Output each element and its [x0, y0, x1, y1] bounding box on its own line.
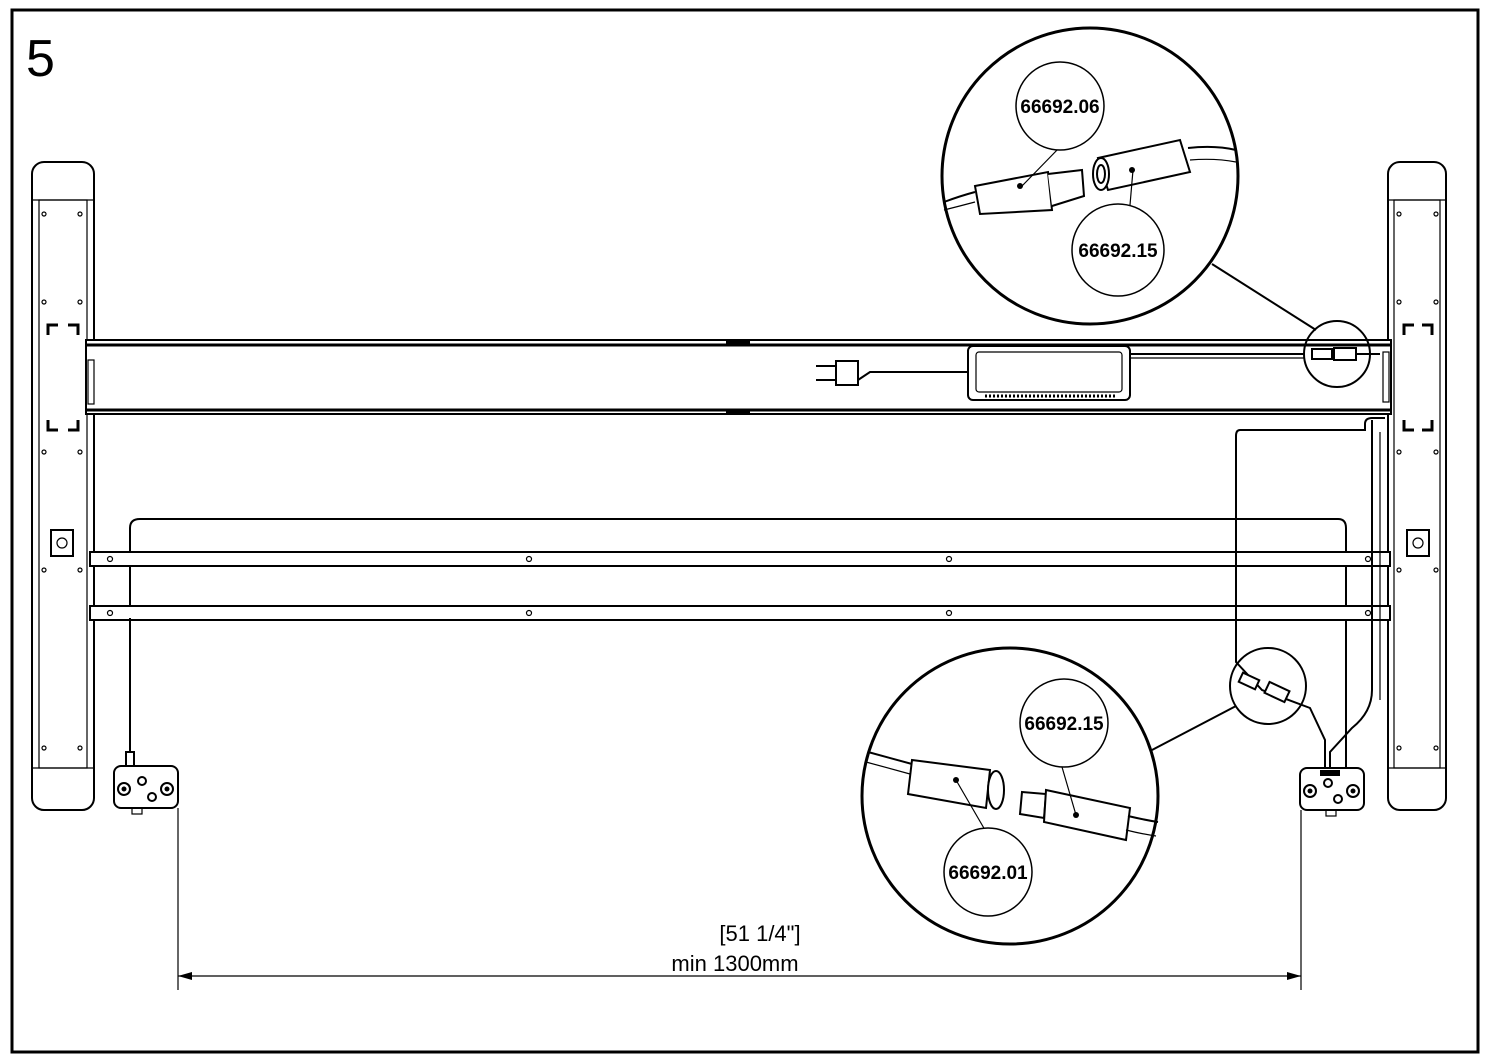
lower-rail-1 — [89, 551, 1391, 567]
right-leg-screws — [1396, 211, 1439, 751]
dimension-metric: min 1300mm — [671, 951, 798, 976]
top-plug-label-circle — [1015, 61, 1105, 151]
width-dimension: [51 1/4"] min 1300mm — [177, 808, 1302, 990]
power-supply — [967, 345, 1305, 401]
upper-cross-beam — [85, 339, 1392, 415]
step-number: 5 — [26, 30, 55, 88]
desk-underside-outline — [129, 518, 1347, 790]
top-leader-line — [1211, 263, 1317, 331]
top-connector-detail — [1303, 320, 1380, 388]
right-leg — [1387, 161, 1447, 811]
cable-run — [1235, 417, 1385, 768]
bottom-connector-detail — [1229, 647, 1307, 725]
bottom-socket-part-number: 66692.01 — [948, 863, 1028, 884]
bottom-plug-label-circle — [1019, 678, 1109, 768]
dimension-imperial: [51 1/4"] — [719, 921, 800, 946]
lower-rail-2 — [89, 605, 1391, 621]
mains-plug — [816, 360, 968, 386]
page-frame — [10, 8, 1480, 1054]
bottom-magnified-callout: 66692.15 66692.01 — [860, 646, 1160, 946]
left-control-box — [113, 618, 179, 815]
top-socket-label-circle — [1071, 203, 1165, 297]
bottom-socket-label-circle — [943, 827, 1033, 917]
right-control-box — [1299, 767, 1365, 817]
left-leg-screws — [41, 211, 83, 751]
bottom-plug-part-number: 66692.15 — [1024, 714, 1104, 735]
top-magnified-callout: 66692.06 66692.15 — [940, 26, 1240, 326]
left-leg — [31, 161, 95, 811]
top-plug-part-number: 66692.06 — [1020, 97, 1099, 118]
top-socket-part-number: 66692.15 — [1078, 241, 1158, 262]
bottom-leader-line — [1151, 705, 1237, 751]
